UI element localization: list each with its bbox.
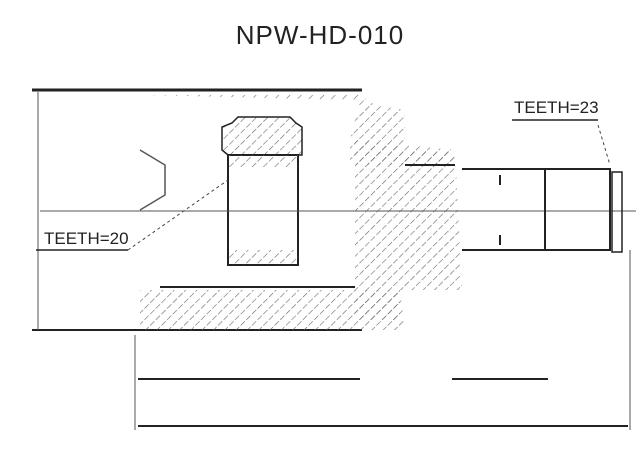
housing-section-bottom xyxy=(140,290,405,330)
spline-bottom xyxy=(228,250,298,265)
part-number-title: NPW-HD-010 xyxy=(235,20,405,50)
housing-wall xyxy=(355,140,462,320)
label-teeth-outer: TEETH=23 xyxy=(514,98,599,117)
label-teeth-inner: TEETH=20 xyxy=(44,229,129,248)
leader-inner xyxy=(127,179,229,251)
inner-chamfer xyxy=(139,149,166,211)
spider-body xyxy=(227,154,299,266)
shaft-end xyxy=(611,171,623,253)
roller xyxy=(221,116,303,156)
leader-outer xyxy=(597,124,611,166)
spline-top xyxy=(228,155,298,167)
shaft xyxy=(462,168,611,251)
